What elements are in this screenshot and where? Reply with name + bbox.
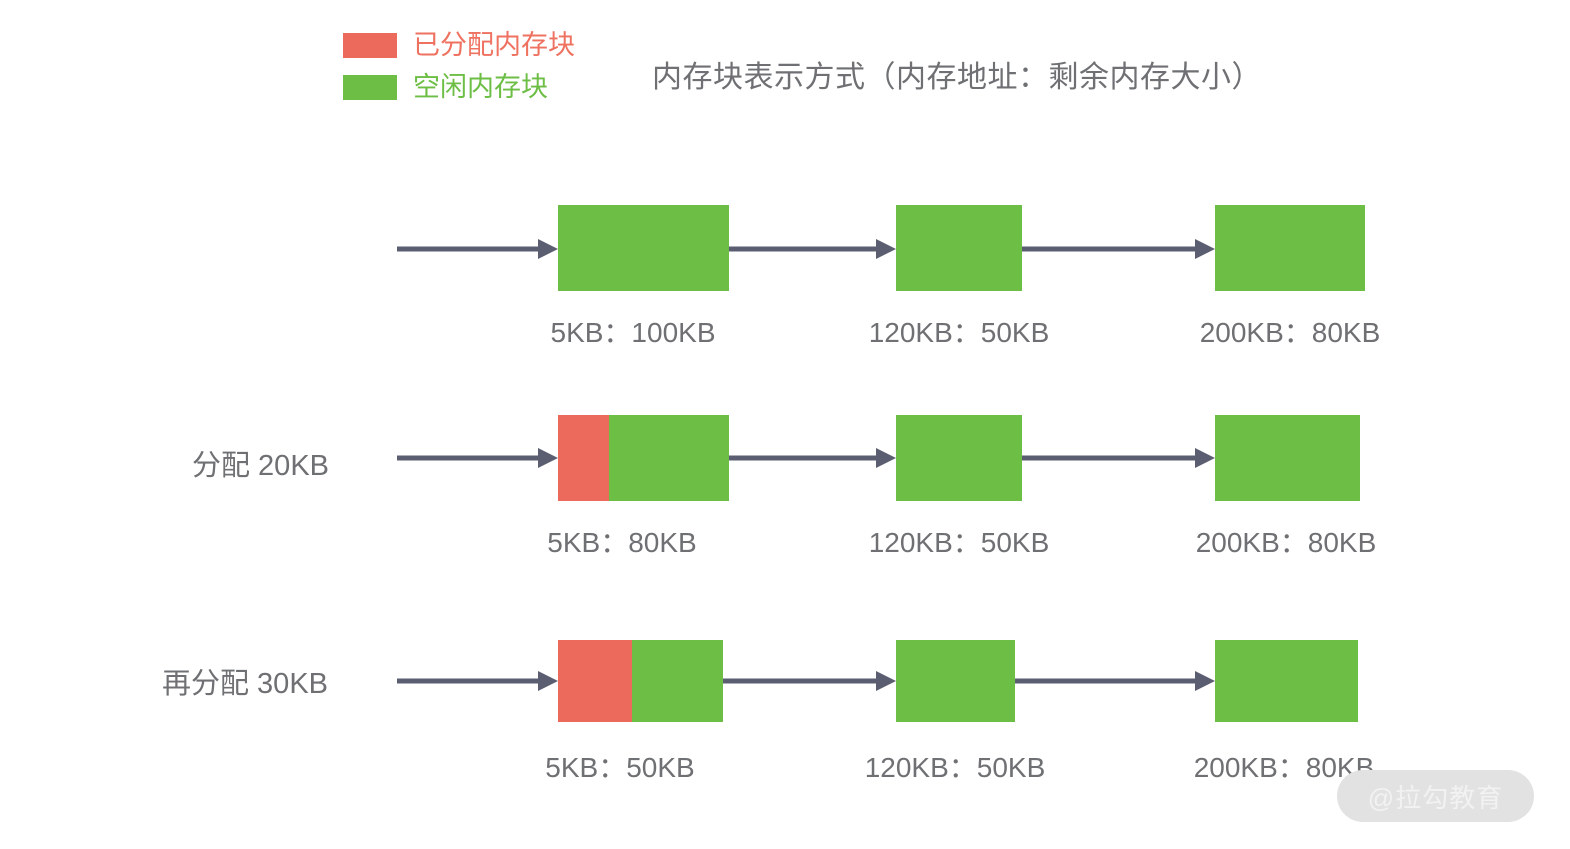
arrow-head-r3-b1 — [397, 670, 558, 692]
memory-block-r2-b3 — [1215, 415, 1360, 501]
arrow-head-r1-b3 — [1022, 238, 1215, 260]
free-segment — [1215, 415, 1360, 501]
free-segment — [632, 640, 723, 722]
free-segment — [896, 205, 1022, 291]
row-label-reallocate-30kb: 再分配 30KB — [162, 668, 328, 700]
legend-item-allocated: 已分配内存块 — [343, 24, 575, 66]
memory-block-caption-r1-b2: 120KB：50KB — [868, 317, 1050, 348]
row-label-allocate-20kb: 分配 20KB — [192, 450, 329, 482]
memory-block-r1-b2 — [896, 205, 1022, 291]
free-swatch-icon — [343, 74, 397, 100]
allocated-segment — [558, 640, 633, 722]
arrow-head-r1-b2 — [729, 238, 896, 260]
memory-block-r3-b1 — [558, 640, 723, 722]
memory-block-r2-b1 — [558, 415, 729, 501]
memory-block-r3-b2 — [896, 640, 1015, 722]
free-segment — [1215, 640, 1358, 722]
legend: 已分配内存块 空闲内存块 — [343, 24, 575, 108]
memory-block-r1-b1 — [558, 205, 729, 291]
memory-block-caption-r2-b1: 5KB：80KB — [547, 527, 697, 558]
arrow-head-r3-b2 — [723, 670, 896, 692]
allocated-segment — [558, 415, 610, 501]
memory-block-caption-r1-b1: 5KB：100KB — [550, 317, 716, 348]
free-segment — [609, 415, 729, 501]
page-title: 内存块表示方式（内存地址：剩余内存大小） — [652, 61, 1262, 94]
watermark-text: @拉勾教育 — [1367, 782, 1504, 813]
arrow-head-r2-b3 — [1022, 447, 1215, 469]
memory-block-caption-r3-b1: 5KB：50KB — [545, 752, 695, 783]
free-segment — [558, 205, 729, 291]
free-segment — [896, 415, 1022, 501]
free-segment — [1215, 205, 1365, 291]
memory-block-r1-b3 — [1215, 205, 1365, 291]
memory-block-caption-r2-b3: 200KB：80KB — [1195, 527, 1377, 558]
memory-block-r3-b3 — [1215, 640, 1358, 722]
memory-block-caption-r3-b2: 120KB：50KB — [864, 752, 1046, 783]
memory-block-caption-r1-b3: 200KB：80KB — [1199, 317, 1381, 348]
allocated-swatch-icon — [343, 32, 397, 58]
memory-block-r2-b2 — [896, 415, 1022, 501]
arrow-head-r2-b1 — [397, 447, 558, 469]
arrow-head-r2-b2 — [729, 447, 896, 469]
watermark: @拉勾教育 — [1337, 770, 1534, 822]
legend-label-allocated: 已分配内存块 — [413, 29, 575, 60]
memory-block-caption-r2-b2: 120KB：50KB — [868, 527, 1050, 558]
legend-label-free: 空闲内存块 — [413, 71, 548, 102]
legend-item-free: 空闲内存块 — [343, 66, 575, 108]
arrow-head-r1-b1 — [397, 238, 558, 260]
free-segment — [896, 640, 1015, 722]
arrow-head-r3-b3 — [1015, 670, 1215, 692]
